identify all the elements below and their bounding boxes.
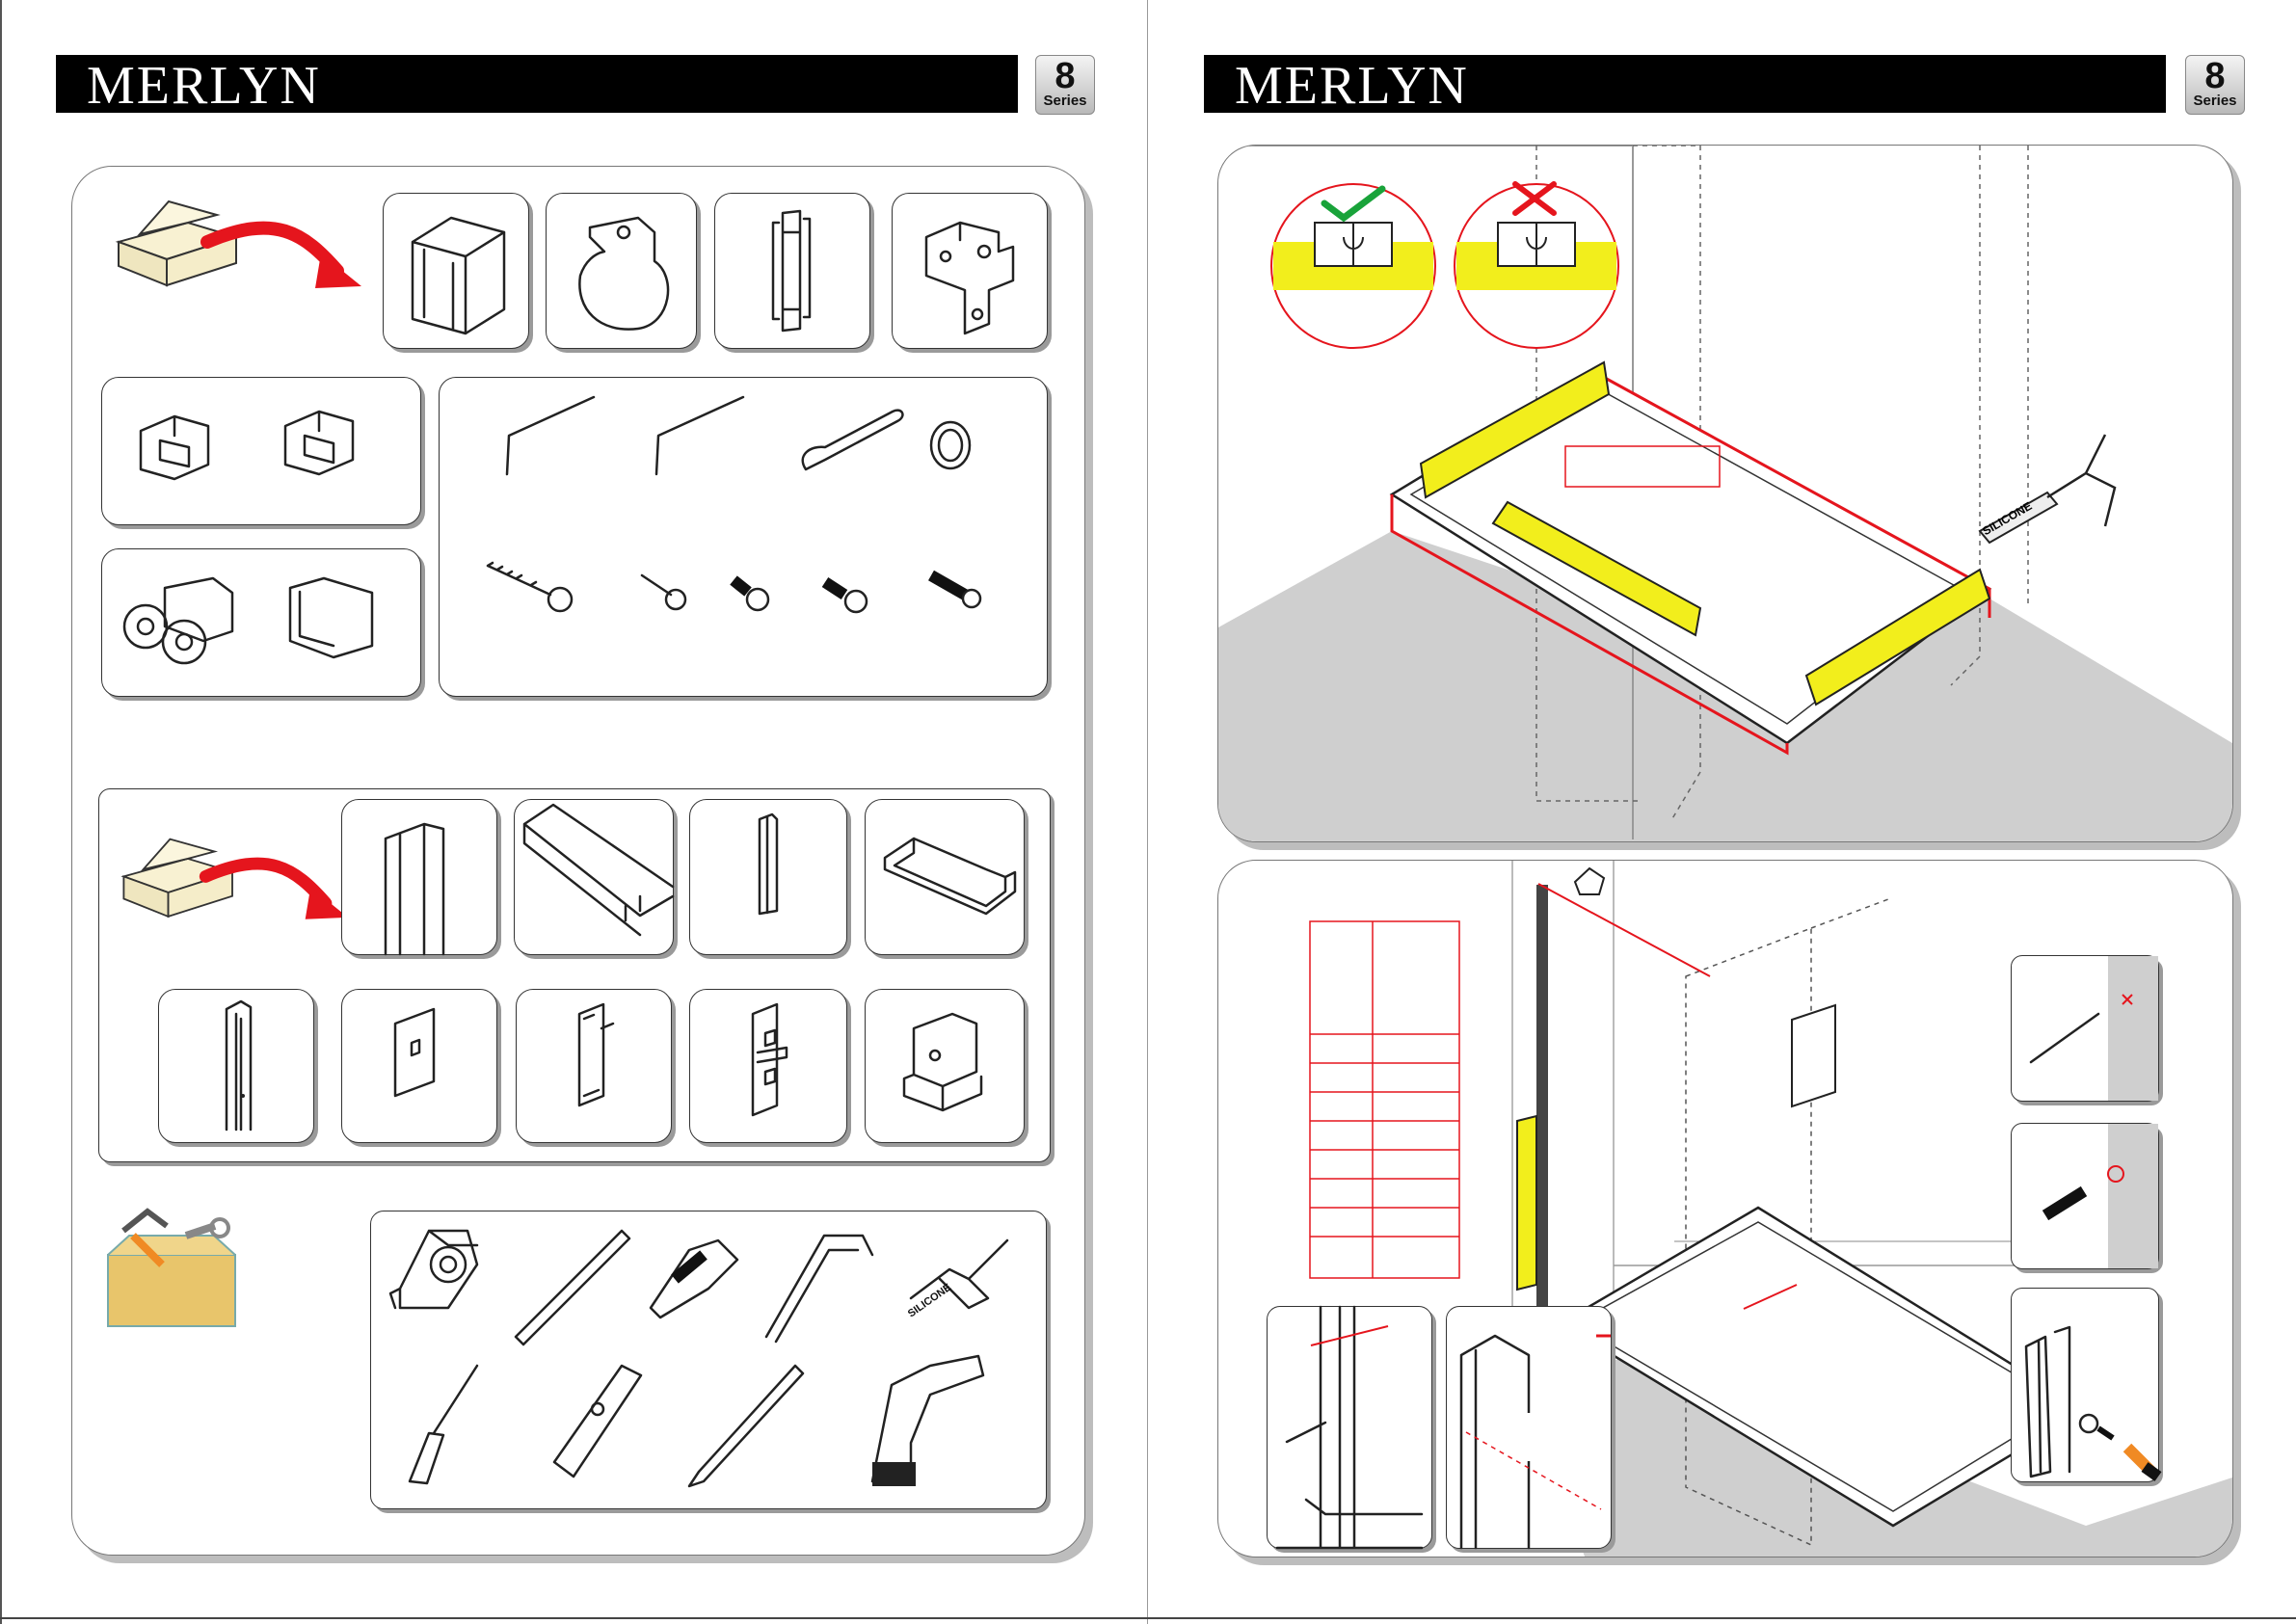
part-guide-blocks <box>101 377 421 525</box>
series-label: Series <box>1036 94 1094 108</box>
level-check-detail <box>1446 1306 1612 1549</box>
page-bottom-rule <box>0 1617 2296 1619</box>
part-fixings-box <box>439 377 1048 697</box>
part-door-stop <box>865 799 1025 955</box>
toolbox-icon <box>94 1207 249 1332</box>
wall-plug-detail <box>2011 1123 2159 1269</box>
tray-levelling-panel: SILICONE <box>1217 145 2233 842</box>
left-page: MERLYN 8 Series <box>0 0 1143 1624</box>
series-badge: 8 Series <box>2185 55 2245 115</box>
series-number: 8 <box>2186 58 2244 94</box>
right-page: MERLYN 8 Series <box>1147 0 2296 1624</box>
part-mount-block <box>865 989 1025 1143</box>
part-end-cap-a <box>341 989 497 1143</box>
part-wall-bracket <box>892 193 1048 349</box>
brand-title: MERLYN <box>87 61 321 111</box>
header-bar: MERLYN <box>56 55 1018 113</box>
series-label: Series <box>2186 94 2244 108</box>
screw-fix-detail <box>2011 1288 2159 1482</box>
part-door-profile <box>158 989 314 1143</box>
open-box-icon <box>111 194 361 300</box>
wall-profile-panel <box>1217 860 2233 1557</box>
series-badge: 8 Series <box>1035 55 1095 115</box>
header-bar: MERLYN <box>1204 55 2166 113</box>
part-guide-plate <box>689 989 847 1143</box>
profile-alignment-detail <box>1267 1306 1432 1549</box>
part-pipe-bracket <box>546 193 697 349</box>
part-end-cap-b <box>516 989 672 1143</box>
part-hanging-roller <box>101 548 421 697</box>
silicone-label: SILICONE <box>906 1282 953 1320</box>
series-number: 8 <box>1036 58 1094 94</box>
part-wall-profile <box>341 799 497 955</box>
part-top-rail <box>514 799 674 955</box>
open-box-icon-2 <box>117 828 348 934</box>
drill-hole-detail <box>2011 955 2159 1102</box>
part-vertical-trim <box>689 799 847 955</box>
part-door-handle <box>714 193 870 349</box>
tools-panel: SILICONE <box>370 1211 1047 1509</box>
brand-title: MERLYN <box>1235 61 1469 111</box>
part-glass-clamp <box>383 193 529 349</box>
